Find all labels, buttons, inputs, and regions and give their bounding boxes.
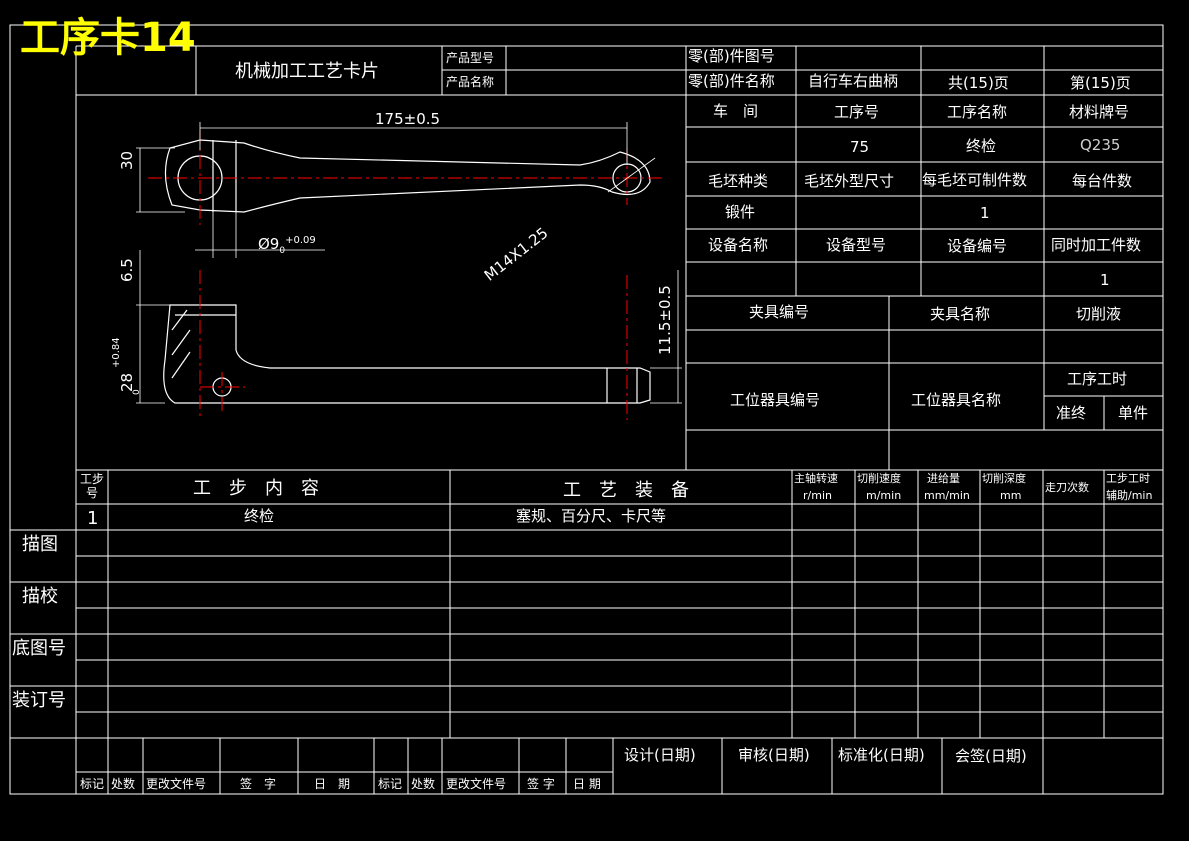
dim-30: 30 xyxy=(118,150,136,170)
feed-header: 进给量 xyxy=(927,472,960,485)
equipment-header: 工 艺 装 备 xyxy=(563,480,689,501)
crank-outline-front xyxy=(163,304,651,404)
footer-countersign: 会签(日期) xyxy=(955,747,1027,765)
part-drawing-no-label: 零(部)件图号 xyxy=(688,47,775,65)
blank-type-label: 毛坯种类 xyxy=(708,172,769,190)
side-label-trace-check: 描校 xyxy=(22,586,58,607)
page-number: 第(15)页 xyxy=(1070,74,1131,92)
total-pages: 共(15)页 xyxy=(948,74,1009,92)
part-front-view xyxy=(163,304,651,404)
cut-speed-header: 切削速度 xyxy=(857,472,901,485)
per-blank-value: 1 xyxy=(980,204,990,222)
footer-sign-2: 签 字 xyxy=(527,777,555,791)
depth-unit: mm xyxy=(1000,489,1022,502)
step-time-sub: 辅助/min xyxy=(1106,489,1153,502)
side-label-binding: 装订号 xyxy=(12,690,66,711)
footer-count-1: 处数 xyxy=(111,777,136,791)
passes-header: 走刀次数 xyxy=(1045,481,1089,494)
depth-header: 切削深度 xyxy=(982,472,1026,485)
material-value: Q235 xyxy=(1080,136,1121,154)
footer-count-2: 处数 xyxy=(411,777,436,791)
simultaneous-label: 同时加工件数 xyxy=(1051,236,1142,254)
dim-28-tol: +0.84 xyxy=(111,337,122,368)
op-time-label: 工序工时 xyxy=(1067,370,1128,388)
step-1-no: 1 xyxy=(87,508,99,529)
footer-date-2: 日 期 xyxy=(573,777,601,791)
station-tool-name-label: 工位器具名称 xyxy=(911,391,1002,409)
equip-model-label: 设备型号 xyxy=(826,236,887,254)
cut-speed-unit: m/min xyxy=(866,489,902,502)
spindle-unit: r/min xyxy=(803,489,832,502)
footer-doc-1: 更改文件号 xyxy=(146,777,207,791)
step-content-header: 工 步 内 容 xyxy=(193,478,319,499)
op-no-value: 75 xyxy=(850,138,870,156)
hatch-lines xyxy=(171,309,191,379)
footer-mark-2: 标记 xyxy=(378,777,403,791)
side-label-trace: 描图 xyxy=(22,534,58,555)
blank-type-value: 锻件 xyxy=(725,203,756,221)
process-card-title: 机械加工工艺卡片 xyxy=(235,61,379,82)
prep-label: 准终 xyxy=(1056,404,1087,422)
step-1-equipment: 塞规、百分尺、卡尺等 xyxy=(516,507,667,525)
station-tool-no-label: 工位器具编号 xyxy=(730,391,821,409)
per-blank-label: 每毛坯可制件数 xyxy=(922,171,1028,189)
footer-date-1: 日 期 xyxy=(314,777,351,791)
blank-size-label: 毛坯外型尺寸 xyxy=(804,172,895,190)
equip-name-label: 设备名称 xyxy=(708,236,769,254)
card-title: 工序卡14 xyxy=(20,15,196,61)
per-unit-label: 每台件数 xyxy=(1072,172,1133,190)
dim-hole: Ø90+0.09 xyxy=(258,236,316,256)
equip-no-label: 设备编号 xyxy=(947,237,1008,255)
spindle-speed-header: 主轴转速 xyxy=(794,472,838,485)
fixture-no-label: 夹具编号 xyxy=(749,303,810,321)
op-name-label: 工序名称 xyxy=(947,103,1008,121)
simultaneous-value: 1 xyxy=(1100,271,1110,289)
unit-label: 单件 xyxy=(1118,404,1149,422)
part-top-view xyxy=(164,139,651,213)
dim-11-5: 11.5±0.5 xyxy=(656,285,674,355)
step-1-content: 终检 xyxy=(244,507,275,525)
dimension-lines-top xyxy=(136,122,656,258)
step-time-header: 工步工时 xyxy=(1106,472,1150,485)
dimension-lines-front xyxy=(136,250,682,404)
footer-mark-1: 标记 xyxy=(80,777,105,791)
footer-review: 审核(日期) xyxy=(738,746,810,764)
product-model-label: 产品型号 xyxy=(446,51,495,65)
footer-sign-1: 签 字 xyxy=(240,777,277,791)
side-label-base-drawing: 底图号 xyxy=(12,638,66,659)
fixture-name-label: 夹具名称 xyxy=(930,305,991,323)
dim-6-5: 6.5 xyxy=(118,258,136,282)
dim-hole-tol0: 0 xyxy=(279,246,286,256)
workshop-label: 车 间 xyxy=(713,102,759,120)
material-label: 材料牌号 xyxy=(1069,103,1130,121)
op-no-label: 工序号 xyxy=(834,103,880,121)
footer-design: 设计(日期) xyxy=(624,746,696,764)
dim-hole-tol: +0.09 xyxy=(285,235,316,246)
coolant-label: 切削液 xyxy=(1076,305,1122,323)
feed-unit: mm/min xyxy=(924,489,970,502)
product-name-label: 产品名称 xyxy=(446,75,495,89)
crank-outline-top xyxy=(164,139,651,213)
step-no-header: 工步号 xyxy=(80,472,105,500)
frame-lines xyxy=(9,24,1164,795)
op-name-value: 终检 xyxy=(966,137,997,155)
dim-hole-main: Ø9 xyxy=(258,235,280,253)
centerlines-front xyxy=(199,270,628,420)
part-name-value: 自行车右曲柄 xyxy=(808,72,899,90)
dim-length: 175±0.5 xyxy=(375,110,441,128)
footer-standard: 标准化(日期) xyxy=(838,746,925,764)
dim-28-tol0: 0 xyxy=(132,389,142,395)
footer-doc-2: 更改文件号 xyxy=(446,777,507,791)
part-name-label: 零(部)件名称 xyxy=(688,72,775,90)
